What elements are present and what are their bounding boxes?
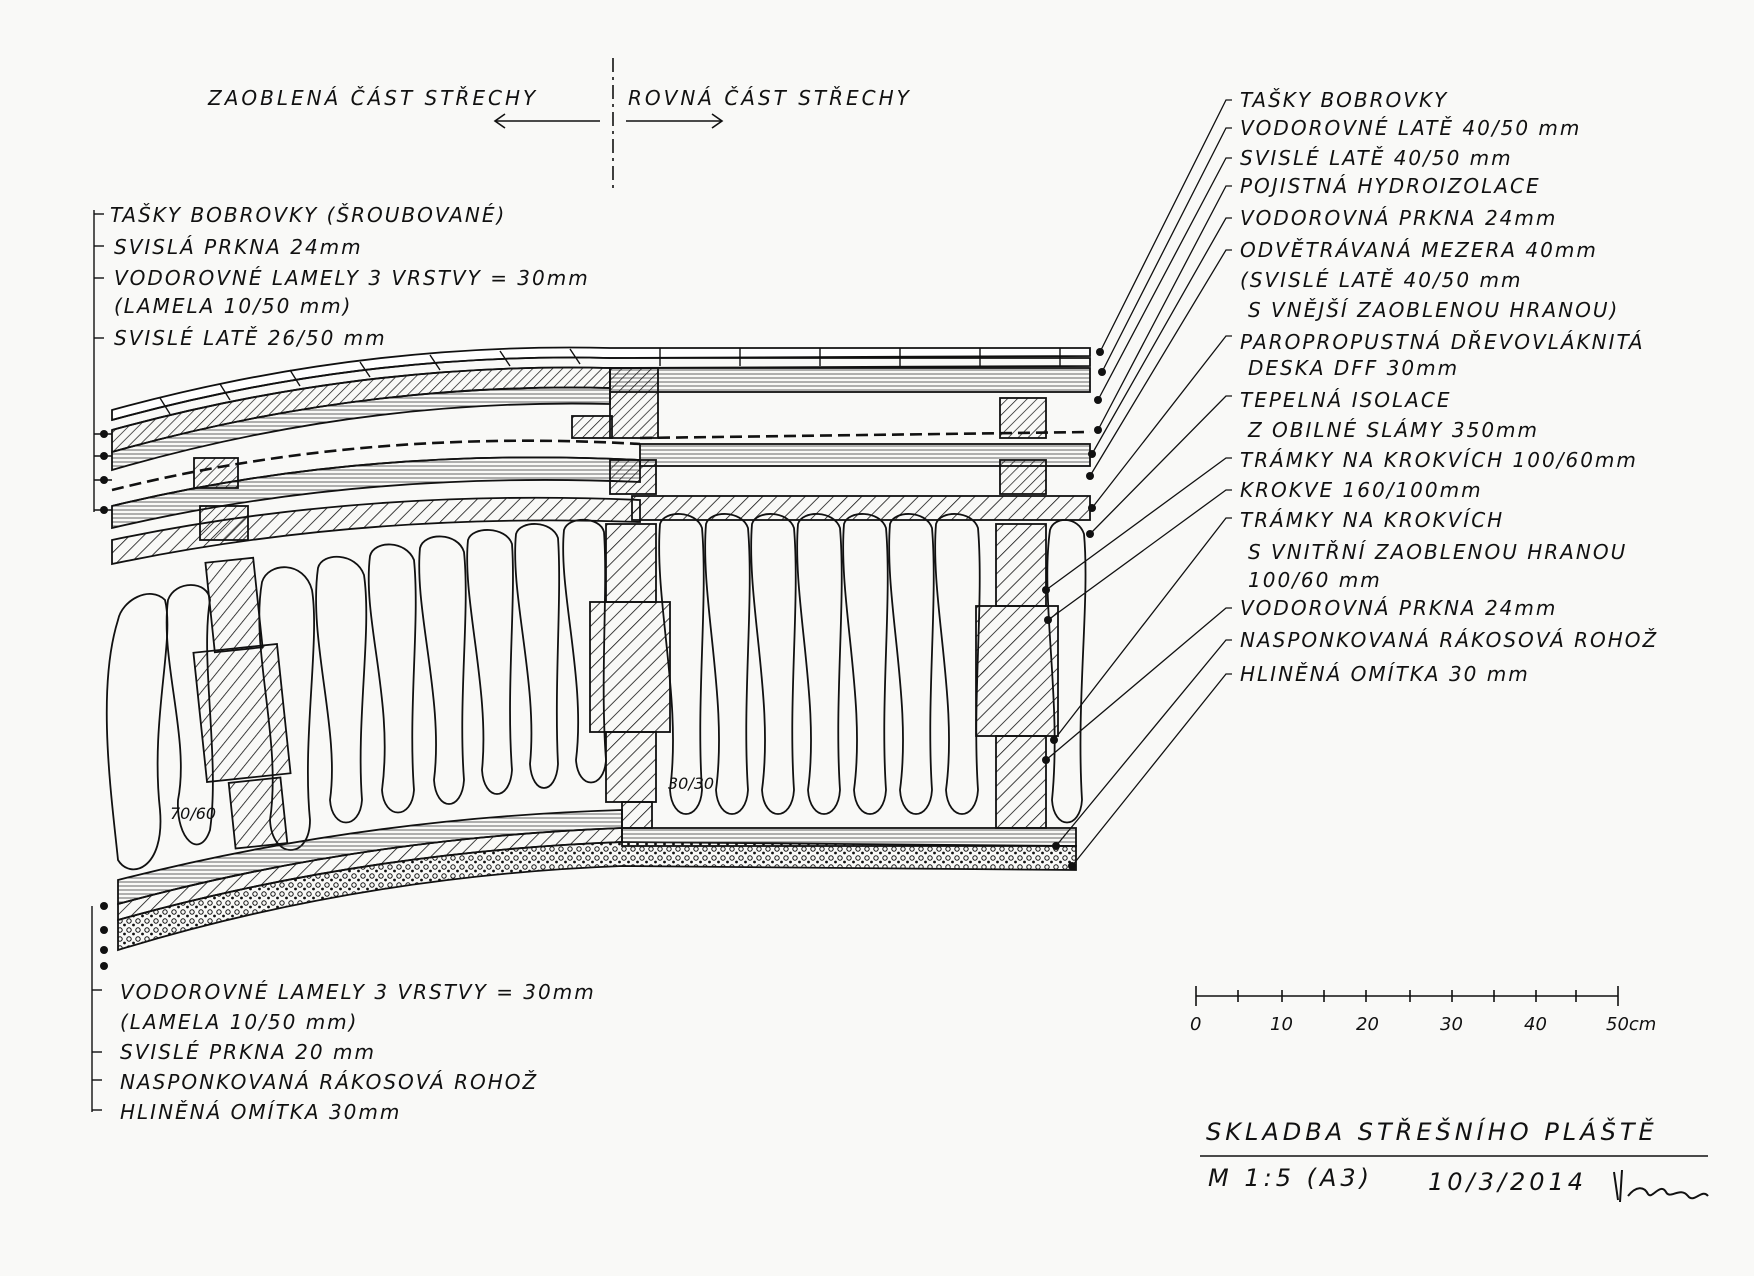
drawing-date: 10/3/2014 (1428, 1168, 1588, 1196)
left-top-label-tiles: TAŠKY BOBROVKY (ŠROUBOVANÉ) (110, 203, 507, 227)
right-label-membrane: POJISTNÁ HYDROIZOLACE (1240, 174, 1541, 198)
ceiling-layers (117, 809, 1077, 952)
rafters (192, 523, 1059, 850)
right-label-horizontal-boards: VODOROVNÁ PRKNA 24mm (1240, 206, 1558, 230)
drawing-title: SKLADBA STŘEŠNÍHO PLÁŠTĚ (1206, 1118, 1658, 1146)
scale-tick-40: 40 (1524, 1014, 1547, 1035)
scale-tick-20: 20 (1356, 1014, 1379, 1035)
drawing-scale: M 1:5 (A3) (1208, 1164, 1374, 1192)
left-bottom-leaders (91, 906, 102, 1112)
curved-clay-plaster (117, 841, 1077, 952)
right-leader-dots (1042, 348, 1106, 870)
left-bottom-label-lamella-note: (LAMELA 10/50 mm) (120, 1010, 359, 1034)
right-label-vertical-battens: SVISLÉ LATĚ 40/50 mm (1240, 146, 1513, 170)
left-top-label-lamella-note: (LAMELA 10/50 mm) (114, 294, 353, 318)
left-bottom-label-lamellas: VODOROVNÉ LAMELY 3 VRSTVY = 30mm (120, 980, 596, 1004)
header-curved-part: ZAOBLENÁ ČÁST STŘECHY (208, 86, 539, 110)
flat-dff-board (631, 495, 1091, 521)
right-label-ventilated-gap: ODVĚTRÁVANÁ MEZERA 40mm (1240, 238, 1598, 262)
curved-vertical-board-lower (111, 496, 641, 566)
left-bottom-label-boards: SVISLÉ PRKNA 20 mm (120, 1040, 376, 1064)
right-label-ventilated-gap-note1: (SVISLÉ LATĚ 40/50 mm (1240, 268, 1523, 292)
left-top-label-battens: SVISLÉ LATĚ 26/50 mm (114, 326, 387, 350)
right-label-dff-board-thickness: DESKA DFF 30mm (1248, 356, 1460, 380)
straw-insulation (105, 513, 1087, 871)
left-top-leaders (93, 210, 112, 512)
dimension-left-beam: 70/60 (170, 804, 217, 823)
right-label-dff-board: PAROPROPUSTNÁ DŘEVOVLÁKNITÁ (1240, 330, 1645, 354)
scale-tick-0: 0 (1190, 1014, 1202, 1035)
right-label-rafters: KROKVE 160/100mm (1240, 478, 1483, 502)
scale-bar (1195, 986, 1619, 1006)
left-top-label-boards: SVISLÁ PRKNA 24mm (114, 235, 363, 259)
right-leaders (1045, 99, 1232, 867)
right-label-ventilated-gap-note2: S VNĚJŠÍ ZAOBLENOU HRANOU) (1248, 298, 1620, 322)
scale-tick-10: 10 (1270, 1014, 1293, 1035)
flat-ceiling-boards (621, 827, 1077, 847)
right-label-ceiling-boards: VODOROVNÁ PRKNA 24mm (1240, 596, 1558, 620)
right-label-inner-beams-size: 100/60 mm (1248, 568, 1382, 592)
left-bottom-label-clay-plaster: HLINĚNÁ OMÍTKA 30mm (120, 1100, 402, 1124)
right-label-inner-beams-edge: S VNITŘNÍ ZAOBLENOU HRANOU (1248, 540, 1628, 564)
tile-marks (159, 348, 1061, 415)
right-label-insulation: TEPELNÁ ISOLACE (1240, 388, 1452, 412)
right-label-clay-plaster: HLINĚNÁ OMÍTKA 30 mm (1240, 662, 1530, 686)
right-label-beams-on-rafters: TRÁMKY NA KROKVÍCH 100/60mm (1240, 448, 1638, 472)
dimension-middle-block: 30/30 (668, 774, 715, 793)
right-label-reed-mat: NASPONKOVANÁ RÁKOSOVÁ ROHOŽ (1240, 628, 1659, 652)
right-label-inner-beams: TRÁMKY NA KROKVÍCH (1240, 508, 1505, 532)
left-top-dots (100, 430, 108, 514)
split-marker (493, 58, 724, 188)
right-label-tiles: TAŠKY BOBROVKY (1240, 88, 1449, 112)
scale-tick-50: 50cm (1606, 1014, 1657, 1035)
roof-layers (111, 346, 1091, 566)
scale-tick-30: 30 (1440, 1014, 1463, 1035)
left-bottom-label-reed-mat: NASPONKOVANÁ RÁKOSOVÁ ROHOŽ (120, 1070, 539, 1094)
header-flat-part: ROVNÁ ČÁST STŘECHY (628, 86, 912, 110)
right-label-horizontal-battens: VODOROVNÉ LATĚ 40/50 mm (1240, 116, 1582, 140)
signature-scribble (1613, 1169, 1709, 1203)
left-bottom-dots (100, 902, 108, 970)
right-label-insulation-straw: Z OBILNÉ SLÁMY 350mm (1248, 418, 1540, 442)
left-top-label-lamellas: VODOROVNÉ LAMELY 3 VRSTVY = 30mm (114, 266, 590, 290)
